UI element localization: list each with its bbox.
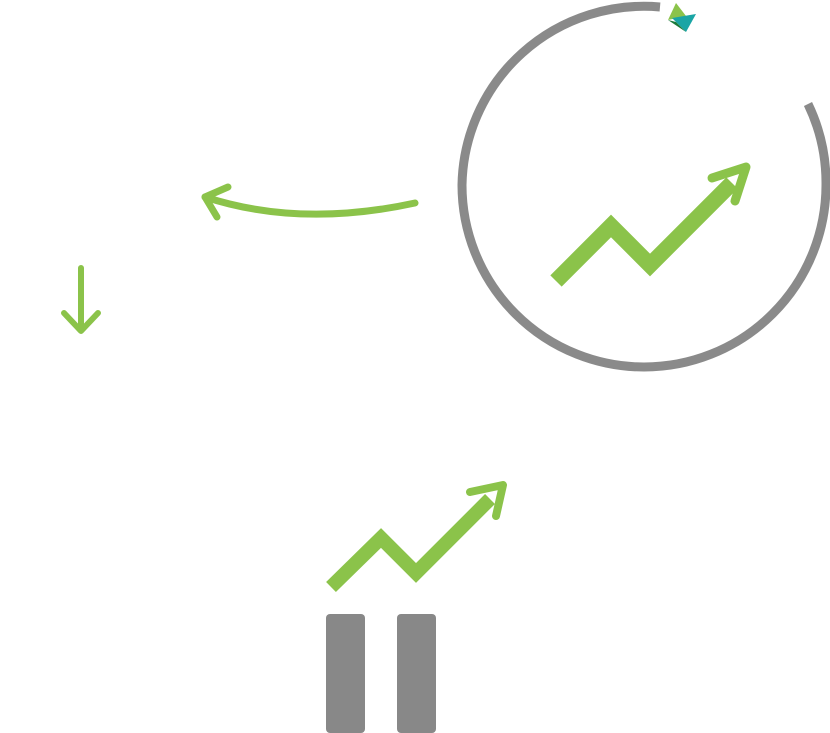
trend-line-ring: [550, 177, 738, 287]
pause-bar-right: [397, 614, 436, 733]
curved-arrow-head: [201, 183, 232, 221]
trend-line-bottom: [326, 494, 495, 592]
down-arrow-head: [61, 310, 101, 334]
arrow-down-icon: [61, 265, 101, 334]
trend-arrowhead-ring: [707, 162, 751, 206]
progress-ring-icon: [457, 1, 830, 372]
curved-arrow-shaft: [201, 193, 419, 218]
brand-mark-dark: [668, 20, 686, 32]
brand-mark-teal: [672, 14, 696, 32]
pause-bar-left: [326, 614, 365, 733]
curved-arrow-left-icon: [201, 183, 419, 221]
brand-mark-icon: [668, 3, 696, 32]
ring-arc: [457, 1, 830, 372]
trend-arrowhead-bottom: [466, 481, 507, 520]
trend-up-icon: [550, 162, 751, 287]
brand-mark-light: [668, 3, 686, 20]
pause-icon: [326, 614, 436, 733]
trend-up-icon: [326, 481, 507, 592]
